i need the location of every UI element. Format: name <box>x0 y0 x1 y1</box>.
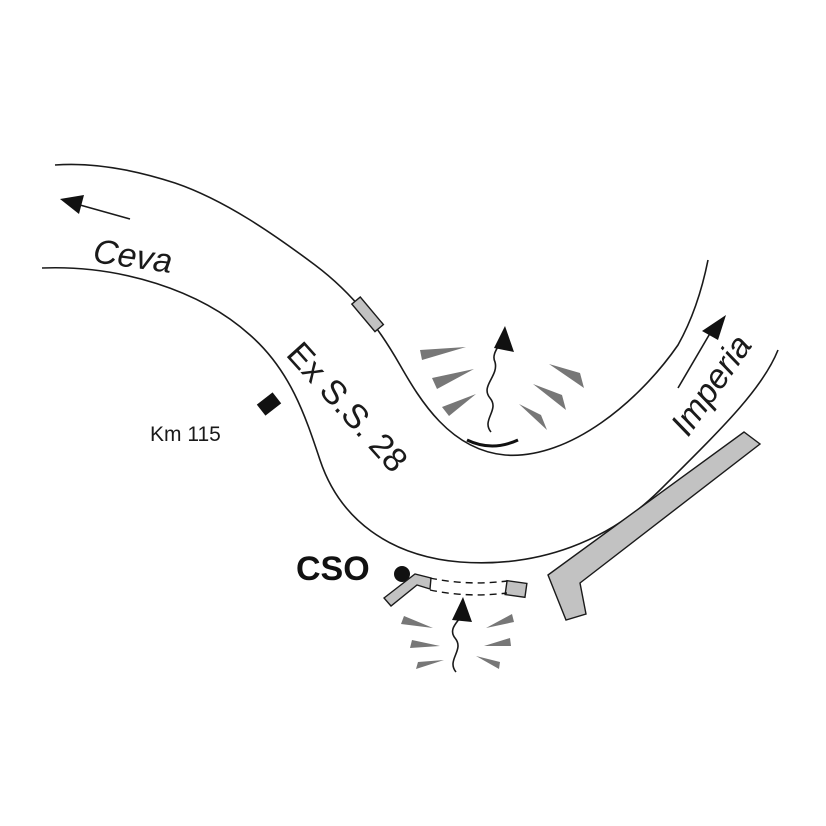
road-edge-outer <box>54 163 709 456</box>
culvert-pipe-top <box>429 577 508 584</box>
culvert-upper <box>420 326 584 448</box>
embankment-hatch-right <box>519 364 584 430</box>
arrow-icon <box>677 315 726 389</box>
embankment-hatch-lower-left <box>401 616 444 669</box>
km-post-icon <box>256 392 282 416</box>
culvert-headwall-right <box>504 579 528 599</box>
embankment-hatch-lower-right <box>476 614 514 669</box>
barrier-north <box>350 296 385 333</box>
flow-arrowhead <box>494 326 514 352</box>
retaining-wall <box>547 431 762 621</box>
flow-arrowhead <box>452 597 472 622</box>
km-marker-label: Km 115 <box>150 423 221 446</box>
culvert-headwall-left <box>382 573 432 607</box>
culvert-inlet-arc <box>466 438 519 448</box>
dot-icon <box>394 566 410 582</box>
arrow-icon <box>60 195 131 220</box>
road-edge-inner <box>41 266 779 564</box>
culvert-lower <box>382 566 528 673</box>
destination-west-label: Ceva <box>91 232 175 281</box>
embankment-hatch-left <box>420 347 476 416</box>
wavy-arrow-icon <box>451 614 462 673</box>
culvert-pipe-bottom <box>429 589 508 596</box>
wavy-arrow-icon <box>486 344 500 433</box>
site-label: CSO <box>296 550 370 588</box>
